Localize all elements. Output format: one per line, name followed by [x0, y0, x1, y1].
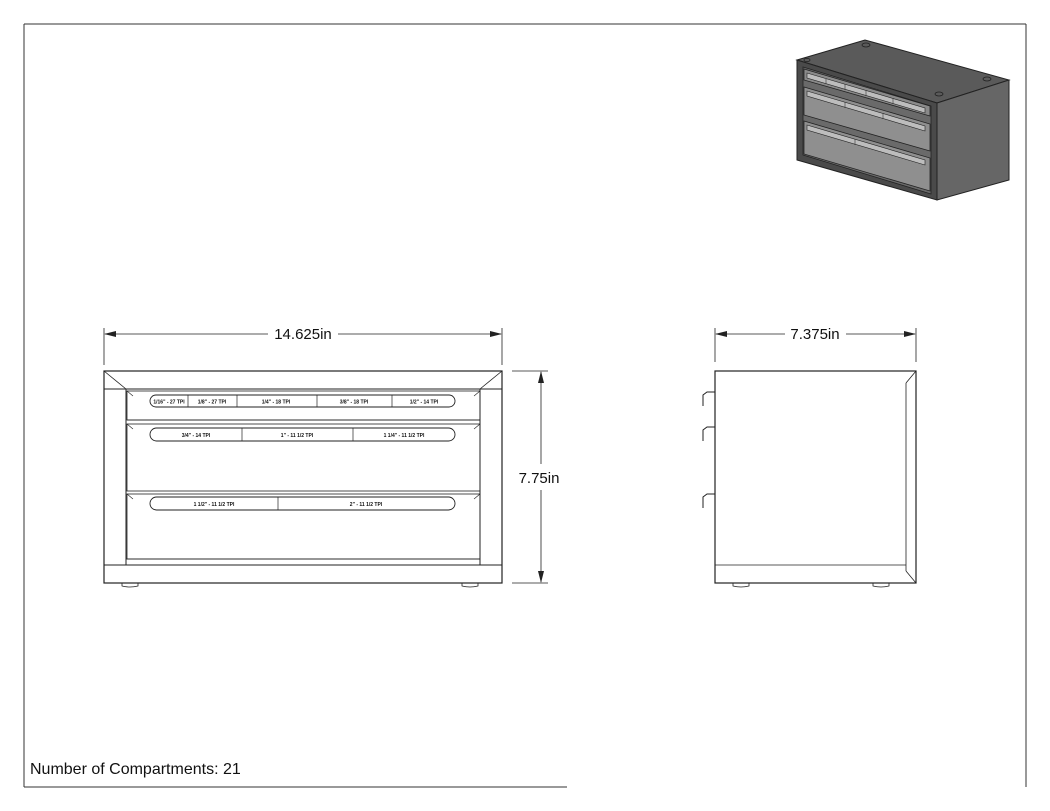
- depth-dimension-label: 7.375in: [790, 326, 839, 343]
- depth-dimension: [714, 328, 917, 362]
- tab-label: 1 1/2" - 11 1/2 TPI: [194, 502, 235, 508]
- height-dimension: [512, 370, 548, 584]
- compartments-count: Number of Compartments: 21: [30, 761, 241, 778]
- height-dimension-label: 7.75in: [519, 470, 560, 487]
- front-view: [103, 370, 503, 588]
- tab-label: 1 1/4" - 11 1/2 TPI: [384, 433, 425, 439]
- tab-label: 2" - 11 1/2 TPI: [350, 502, 383, 508]
- tab-label: 1/8" - 27 TPI: [198, 400, 227, 406]
- drawer-tab-labels: 1/16" - 27 TPI 1/8" - 27 TPI 1/4" - 18 T…: [153, 400, 438, 509]
- side-view: [702, 370, 917, 588]
- tab-label: 1/16" - 27 TPI: [153, 400, 185, 406]
- width-dimension: [103, 328, 503, 365]
- tab-label: 3/4" - 14 TPI: [182, 433, 211, 439]
- isometric-view: [795, 39, 1011, 201]
- sheet-border: [23, 23, 1027, 788]
- tab-label: 1" - 11 1/2 TPI: [281, 433, 314, 439]
- tab-label: 1/2" - 14 TPI: [410, 400, 439, 406]
- tab-label: 1/4" - 18 TPI: [262, 400, 291, 406]
- width-dimension-label: 14.625in: [274, 326, 332, 343]
- tab-label: 3/8" - 18 TPI: [340, 400, 369, 406]
